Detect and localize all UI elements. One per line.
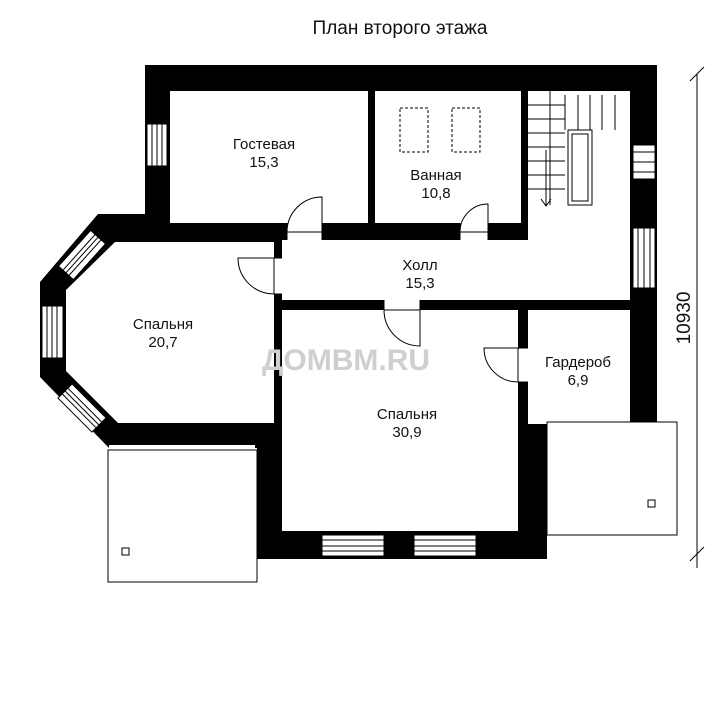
windows	[41, 123, 656, 557]
staircase	[528, 91, 616, 207]
room-hall-name: Холл	[402, 257, 437, 274]
terraces	[107, 421, 678, 583]
room-wardrobe-area	[528, 310, 630, 424]
room-hall-area	[282, 240, 630, 300]
window-bedroom-left-top	[57, 229, 107, 281]
bath-fixtures	[399, 107, 481, 153]
room-hall-area-value: 15,3	[405, 275, 434, 292]
terrace-right	[546, 421, 678, 536]
window-bedroom-main-left	[321, 534, 385, 557]
window-guest	[146, 123, 168, 167]
door-bedroom-left	[237, 257, 282, 295]
terrace-left-join	[109, 445, 255, 449]
bath-fixture-2	[451, 107, 481, 153]
door-wardrobe	[483, 347, 528, 383]
terrace-right-marker	[647, 499, 656, 508]
window-bedroom-main-right	[413, 534, 477, 557]
door-bath	[459, 203, 489, 240]
room-bath-area-value: 10,8	[421, 185, 450, 202]
door-guest	[286, 196, 323, 240]
dimension-line	[689, 66, 705, 568]
room-hall-stair-link	[528, 225, 630, 245]
room-bedroom-main-area-value: 30,9	[392, 424, 421, 441]
window-hall	[632, 227, 656, 289]
terrace-left	[107, 449, 258, 583]
room-wardrobe-area-value: 6,9	[568, 372, 589, 389]
terrace-left-marker	[121, 547, 130, 556]
room-bedroom-left-area-value: 20,7	[148, 334, 177, 351]
room-bedroom-left-area	[66, 242, 274, 423]
room-guest-area-value: 15,3	[249, 154, 278, 171]
door-bedroom-main	[383, 300, 421, 347]
room-guest-area	[170, 91, 368, 223]
room-guest-name: Гостевая	[233, 136, 295, 153]
terrace-right-join	[549, 445, 646, 449]
doors	[237, 196, 528, 383]
window-stair	[632, 144, 656, 180]
room-bath-name: Ванная	[410, 167, 461, 184]
room-bedroom-left-name: Спальня	[133, 316, 193, 333]
bath-fixture-1	[399, 107, 429, 153]
plan-title: План второго этажа	[312, 18, 488, 39]
room-interiors	[66, 91, 630, 531]
room-bedroom-main-name: Спальня	[377, 406, 437, 423]
room-labels: Гостевая 15,3 Ванная 10,8 Холл 15,3 Спал…	[133, 136, 611, 441]
window-bedroom-left-bottom	[57, 383, 107, 433]
dimension-label: 10930	[674, 292, 695, 345]
room-bedroom-main-area	[282, 310, 518, 531]
window-bedroom-left-side	[41, 305, 64, 359]
room-wardrobe-name: Гардероб	[545, 354, 611, 371]
room-bath-area	[375, 91, 521, 223]
watermark: ДОМВМ.RU	[262, 344, 430, 377]
